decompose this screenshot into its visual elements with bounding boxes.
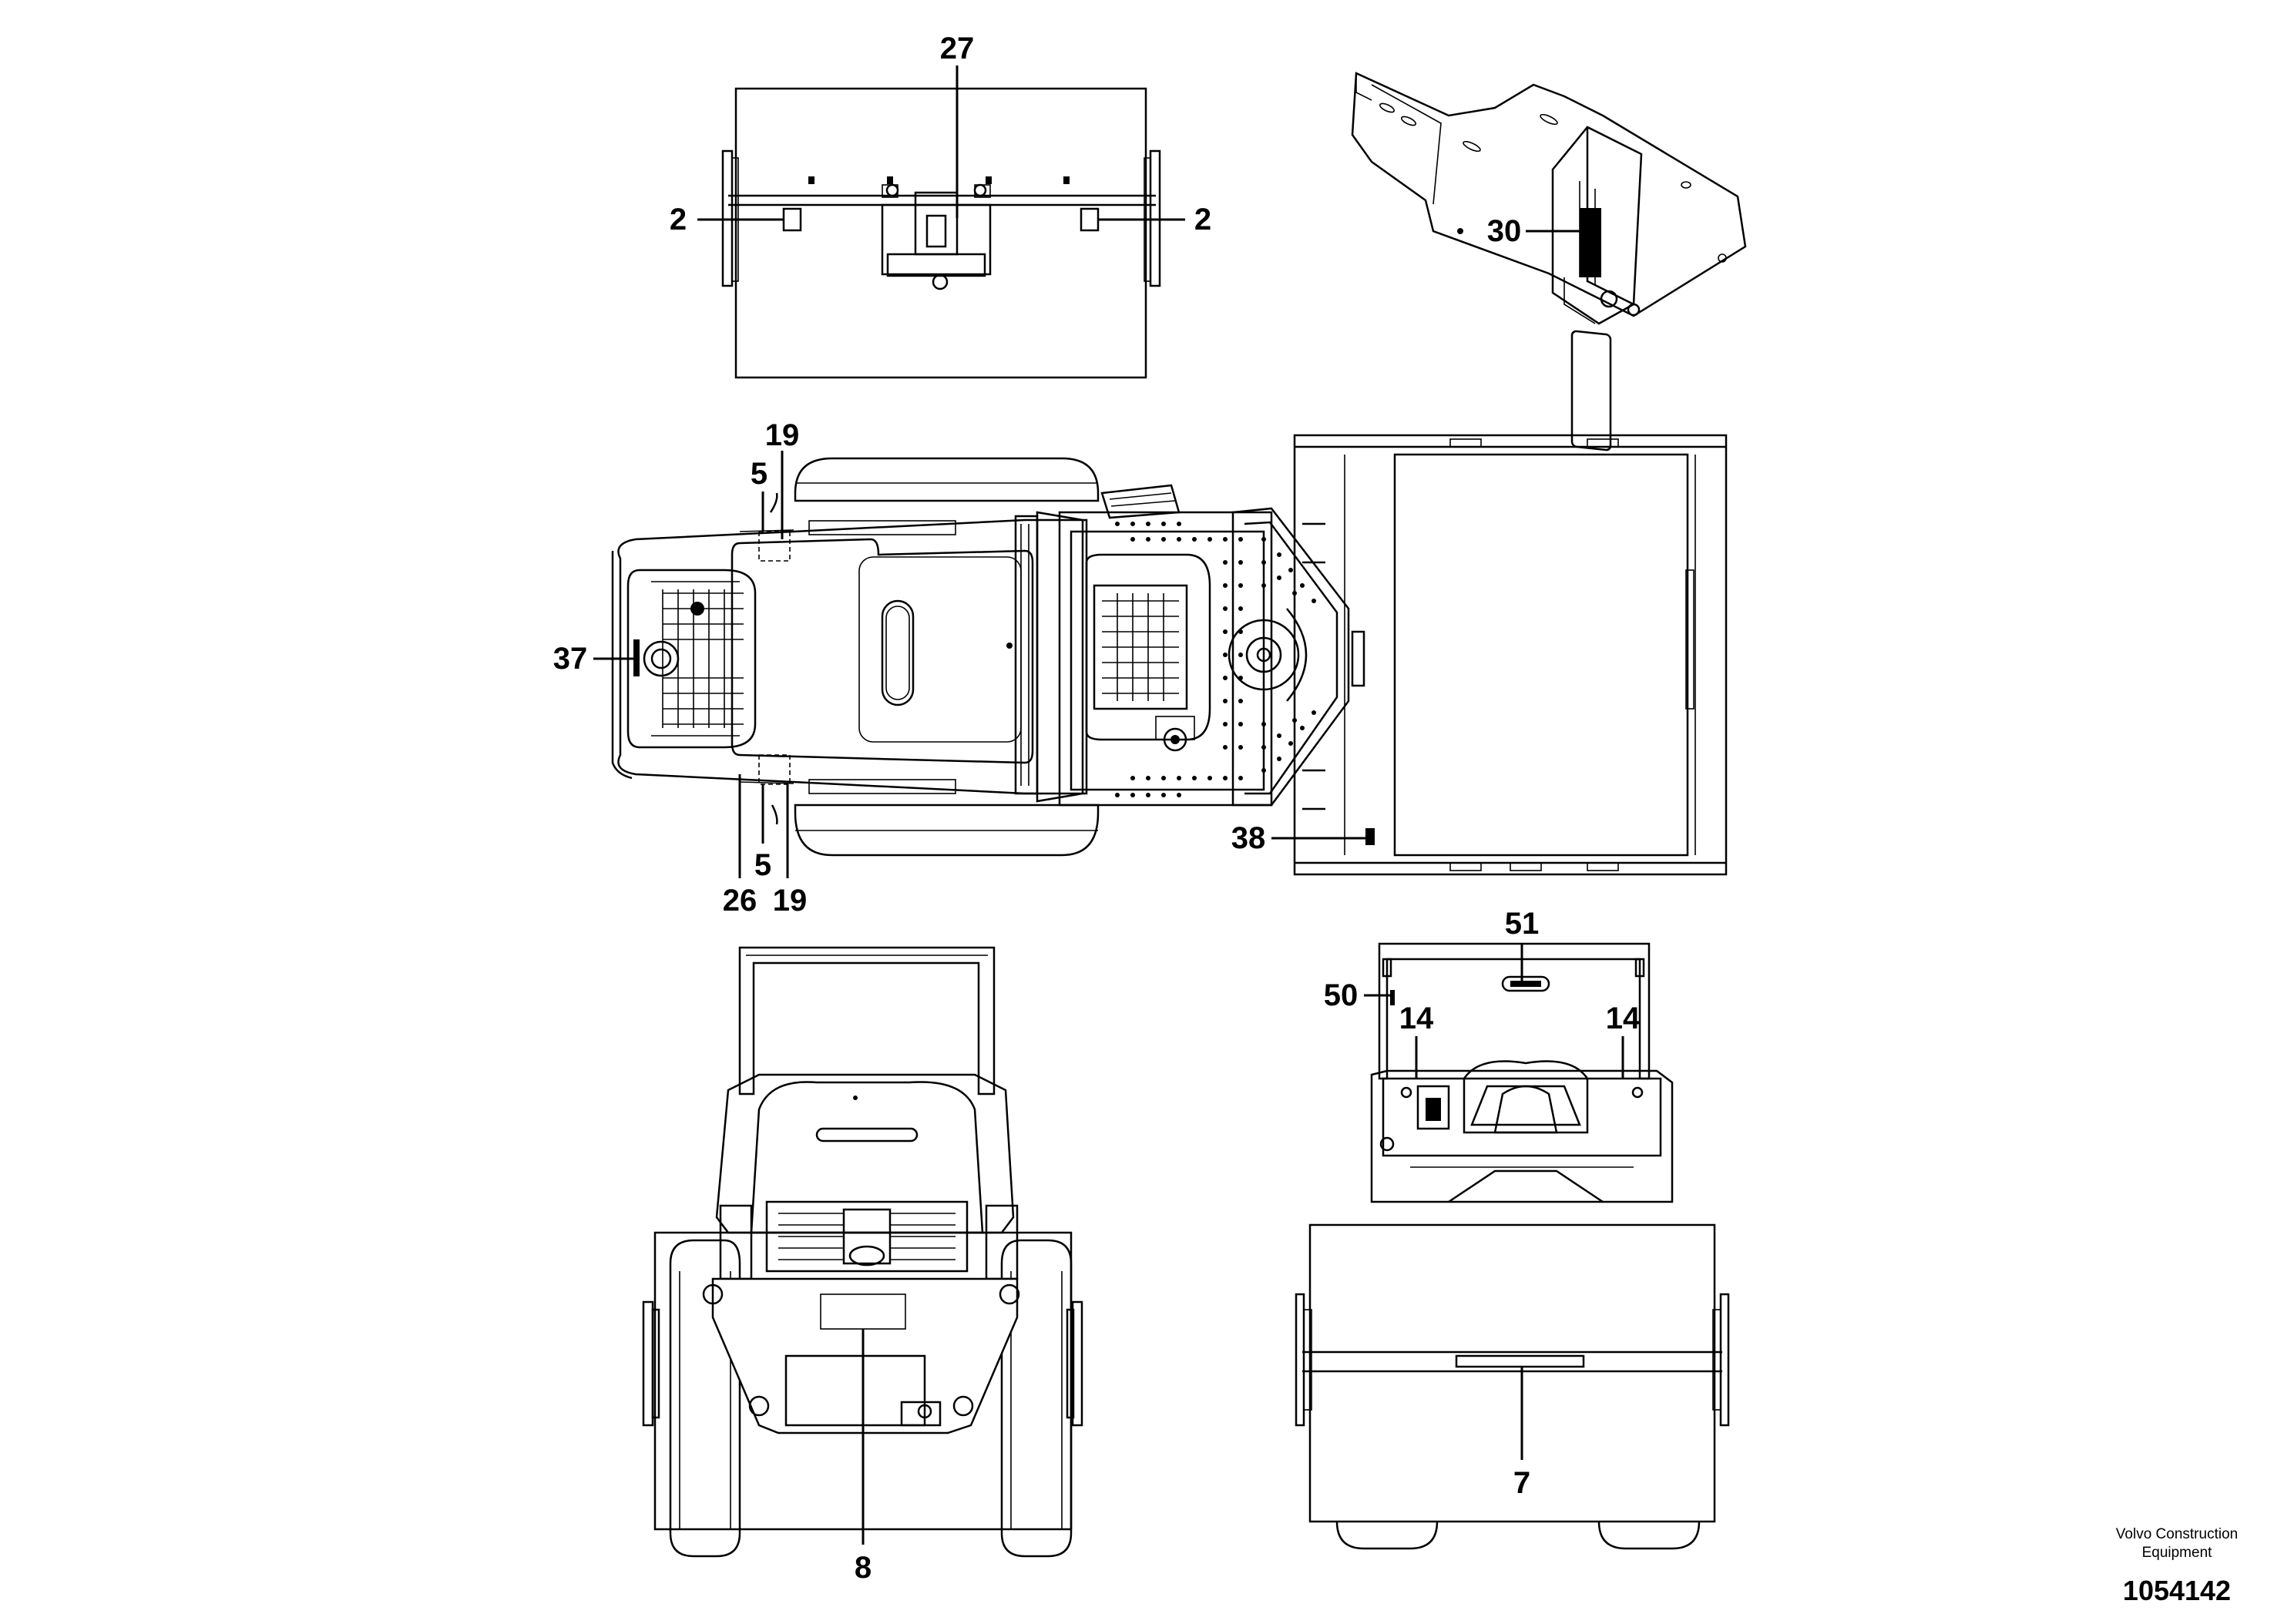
callout-37: 37 [553,642,588,676]
front-chassis [1231,507,1350,807]
title-block: Volvo Construction Equipment 1054142 [2116,1526,2238,1606]
rear-vent [815,1127,919,1143]
hood-vent [881,599,915,706]
platform-grating [1115,522,1243,797]
rear-wheel-right [1000,1239,1073,1558]
callout-2-right: 2 [1194,203,1211,237]
rear-wheel-top [794,457,1100,502]
front-drum-face [1308,1223,1716,1523]
callout-2-left: 2 [670,203,687,237]
rear-grille [765,1200,969,1273]
callout-8: 8 [855,1551,872,1585]
decal-37 [633,639,640,676]
machine-top-view: 5 19 37 5 26 19 38 [553,418,1728,918]
steering-wheel [1228,619,1300,691]
callout-27: 27 [940,32,975,65]
front-drum [1293,434,1728,876]
drum-outline [734,87,1147,379]
rear-view: 8 [642,946,1083,1585]
rops-frame [738,946,996,1096]
drum-surface [1393,453,1689,857]
callout-14-left: 14 [1399,1002,1434,1035]
drum-hub [1351,630,1365,687]
decal-7 [1455,1354,1585,1368]
decal-50 [1390,990,1395,1005]
articulation-joint [1014,515,1039,795]
decal-38 [1365,828,1375,845]
callout-50: 50 [1324,978,1359,1012]
callout-19-bottom: 19 [773,884,808,918]
front-cab [1370,1069,1674,1203]
rear-wheel-bottom [794,804,1100,857]
front-view: 51 50 14 14 7 [1295,907,1730,1550]
operator-platform [1058,511,1273,807]
operator-seat [1085,553,1211,741]
document-number: 1054142 [2123,1575,2231,1606]
company-name-line2: Equipment [2142,1545,2213,1561]
decal-51-plate [1501,975,1550,992]
callout-5-bottom: 5 [754,848,771,882]
radiator-grille [626,569,757,749]
callout-19-top: 19 [765,418,800,452]
callout-14-right: 14 [1606,1002,1641,1035]
callout-7: 7 [1513,1466,1530,1500]
bracket-module-view: 30 [1351,72,1747,451]
engine-hood-outline [617,518,1088,795]
rear-wheel-left [669,1239,741,1558]
callout-51: 51 [1505,907,1540,941]
callout-26: 26 [723,884,757,918]
engine-cover-rear [750,1081,984,1234]
decal-2-left [782,207,802,232]
company-name-line1: Volvo Construction [2116,1526,2238,1542]
callout-38: 38 [1231,821,1266,855]
top-drum-view: 27 2 2 [670,32,1211,379]
bracket-plate [1351,72,1747,317]
callout-5-top: 5 [751,457,767,491]
callout-30: 30 [1487,214,1522,248]
decal-2-right [1080,207,1100,232]
